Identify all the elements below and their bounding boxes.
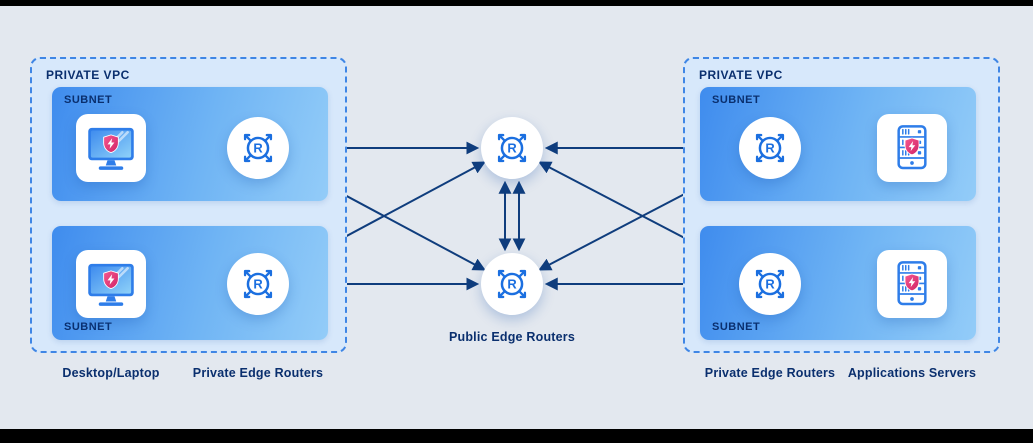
desktop-monitor-shield-icon	[83, 123, 139, 173]
caption-applications-servers: Applications Servers	[847, 366, 977, 380]
router-circle-arrows-icon	[235, 261, 281, 307]
right-private-vpc: PRIVATE VPC SUBNET SUBNET	[683, 57, 1000, 353]
left-subnet-bottom-label: SUBNET	[64, 321, 113, 333]
caption-right-private-edge-routers: Private Edge Routers	[704, 366, 836, 380]
desktop-laptop-bottom	[76, 250, 146, 318]
letterbox-top	[0, 0, 1033, 6]
server-rack-shield-icon	[884, 259, 940, 309]
caption-desktop-laptop: Desktop/Laptop	[62, 366, 160, 380]
right-private-edge-router-top	[739, 117, 801, 179]
public-edge-router-bottom	[481, 253, 543, 315]
desktop-monitor-shield-icon	[83, 259, 139, 309]
desktop-laptop-top	[76, 114, 146, 182]
router-circle-arrows-icon	[747, 125, 793, 171]
router-circle-arrows-icon	[747, 261, 793, 307]
left-vpc-label: PRIVATE VPC	[46, 68, 130, 82]
left-subnet-top-label: SUBNET	[64, 94, 113, 106]
public-routers-interlink-arrows	[498, 180, 526, 252]
router-circle-arrows-icon	[235, 125, 281, 171]
right-vpc-label: PRIVATE VPC	[699, 68, 783, 82]
caption-left-private-edge-routers: Private Edge Routers	[192, 366, 324, 380]
router-circle-arrows-icon	[489, 125, 535, 171]
right-subnet-top-label: SUBNET	[712, 94, 761, 106]
application-server-top	[877, 114, 947, 182]
left-private-edge-router-top	[227, 117, 289, 179]
left-private-edge-router-bottom	[227, 253, 289, 315]
application-server-bottom	[877, 250, 947, 318]
right-subnet-bottom-label: SUBNET	[712, 321, 761, 333]
caption-public-edge-routers: Public Edge Routers	[448, 330, 576, 344]
letterbox-bottom	[0, 429, 1033, 443]
right-private-edge-router-bottom	[739, 253, 801, 315]
router-circle-arrows-icon	[489, 261, 535, 307]
server-rack-shield-icon	[884, 123, 940, 173]
public-edge-router-top	[481, 117, 543, 179]
